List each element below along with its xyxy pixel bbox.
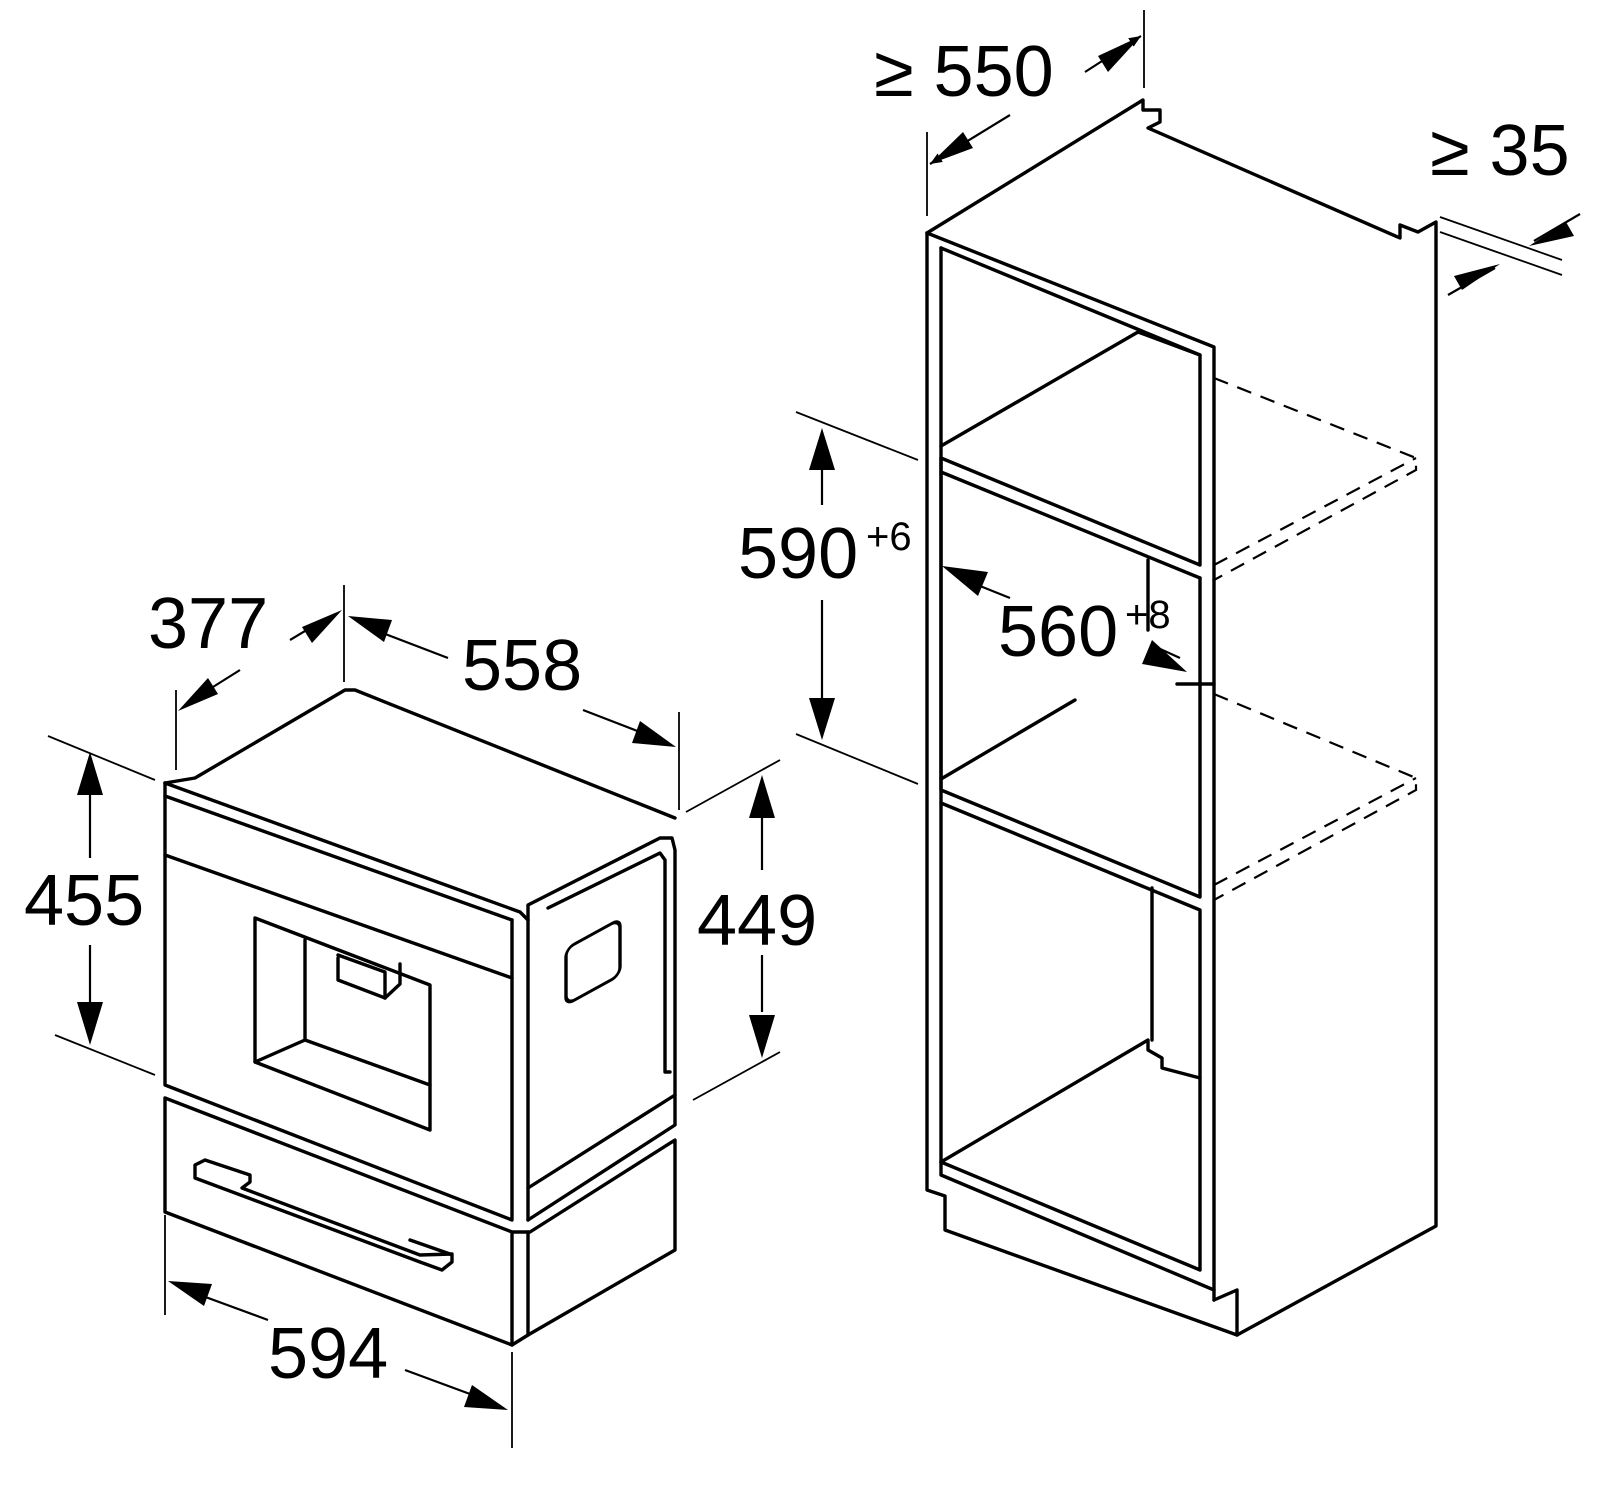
drawer-handle-end bbox=[408, 1238, 452, 1256]
lower-compartment-frame bbox=[939, 801, 1202, 1272]
appliance-body-height-label: 449 bbox=[697, 881, 817, 961]
niche-height-label: 590 bbox=[738, 514, 858, 594]
arrow-35-a bbox=[1529, 222, 1574, 246]
appliance-height-label: 455 bbox=[24, 861, 144, 941]
arrow-594-a bbox=[168, 1281, 212, 1306]
arrow-594-b bbox=[464, 1385, 508, 1410]
appliance-top bbox=[163, 688, 677, 820]
arrow-449-a bbox=[749, 775, 775, 818]
side-handle-slot bbox=[564, 920, 622, 1004]
cabinet-front-top bbox=[925, 231, 1216, 582]
drawer-handle bbox=[193, 1158, 454, 1272]
arrow-455-b bbox=[77, 1002, 103, 1045]
dispenser-cavity-floor bbox=[253, 1038, 307, 1064]
appliance-right-bottom bbox=[526, 1093, 677, 1222]
dispenser-cavity-outer bbox=[253, 916, 432, 1132]
arrow-550-b bbox=[930, 132, 973, 164]
drawer-side bbox=[510, 1138, 677, 1347]
appliance-dimensions: 377 558 455 449 594 bbox=[24, 584, 817, 1448]
hidden-shelf-bottom-inner bbox=[1213, 777, 1417, 886]
appliance-fascia-line bbox=[163, 853, 514, 980]
arrow-377-b bbox=[302, 610, 342, 643]
arrow-560-a bbox=[942, 566, 988, 596]
hidden-shelf-top bbox=[1213, 376, 1418, 581]
arrow-449-b bbox=[749, 1015, 775, 1058]
appliance-right-lip bbox=[546, 851, 672, 1074]
top-compartment-frame bbox=[939, 246, 1202, 567]
appliance-width-label: 594 bbox=[268, 1314, 388, 1394]
arrow-558-a bbox=[348, 616, 392, 642]
cabinet-depth-label: ≥ 550 bbox=[874, 32, 1054, 112]
appliance-front-left bbox=[163, 781, 514, 1222]
arrow-455-a bbox=[77, 752, 103, 795]
arrow-590-b bbox=[809, 698, 835, 740]
arrow-590-a bbox=[809, 428, 835, 470]
appliance-depth-label: 377 bbox=[148, 584, 268, 664]
niche-height-tol-label: +6 bbox=[866, 515, 912, 559]
arrow-550-a bbox=[1098, 36, 1141, 72]
dispenser-spout-front bbox=[336, 953, 387, 1000]
middle-niche-back bbox=[939, 698, 1077, 781]
appliance-drawing bbox=[163, 688, 677, 1347]
cabinet-top-edge bbox=[925, 98, 1438, 1337]
hidden-shelf-top-inner bbox=[1213, 457, 1417, 566]
cabinet-inner-left bbox=[939, 246, 1216, 1292]
arrow-558-b bbox=[632, 721, 676, 747]
dispenser-spout bbox=[336, 956, 402, 1000]
niche-width-label: 560 bbox=[998, 592, 1118, 672]
arrow-560-b bbox=[1142, 640, 1187, 672]
appliance-right-top bbox=[526, 836, 677, 1097]
arrow-35-b bbox=[1454, 264, 1500, 290]
drawer-front bbox=[163, 1096, 514, 1347]
top-compartment-back bbox=[939, 330, 1202, 448]
cabinet-drawing bbox=[925, 98, 1438, 1337]
hidden-shelf-bottom bbox=[1213, 692, 1418, 901]
cabinet-rear-gap-label: ≥ 35 bbox=[1430, 111, 1570, 191]
appliance-front-top-inner bbox=[163, 794, 514, 922]
arrow-377-a bbox=[178, 678, 218, 711]
appliance-front-top bbox=[163, 781, 530, 922]
lower-compartment-back bbox=[939, 1038, 1202, 1164]
top-compartment-shelf bbox=[939, 456, 1202, 580]
niche-width-tol-label: +8 bbox=[1125, 593, 1171, 637]
appliance-cavity-label: 558 bbox=[462, 626, 582, 706]
cabinet-dimensions: ≥ 550 ≥ 35 590 +6 560 +8 bbox=[738, 10, 1581, 785]
middle-niche-frame bbox=[939, 470, 1202, 899]
cabinet-left-edge bbox=[925, 231, 1239, 1337]
